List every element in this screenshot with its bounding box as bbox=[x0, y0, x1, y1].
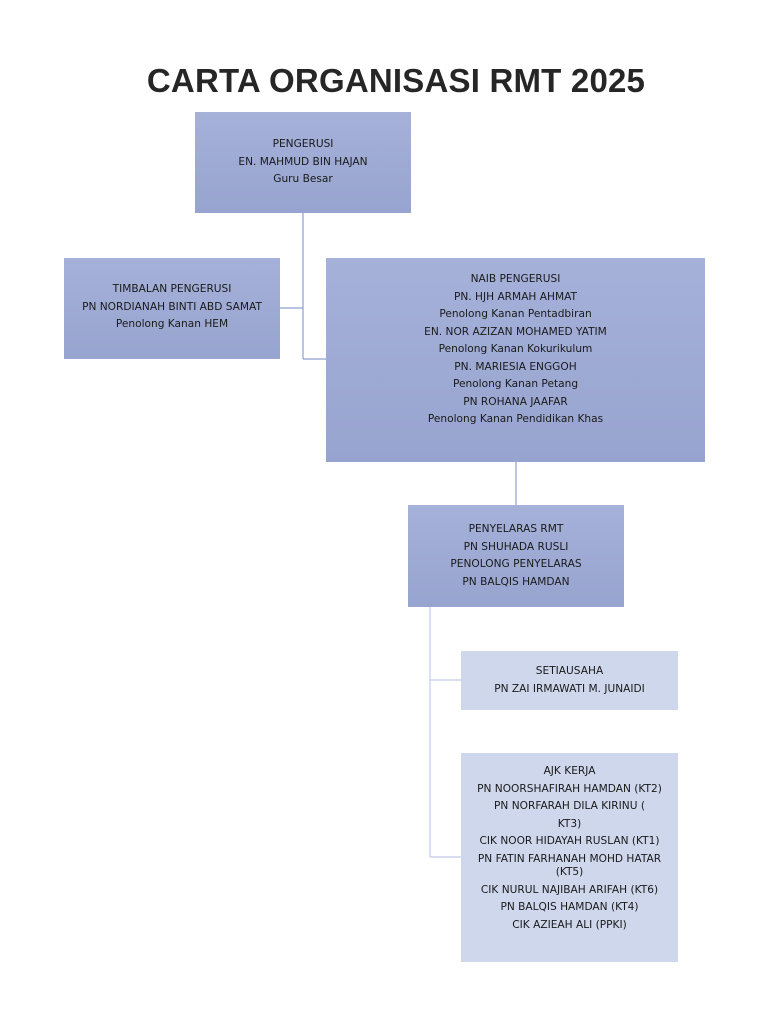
ajk-line: CIK AZIEAH ALI (PPKI) bbox=[512, 918, 627, 931]
pengerusi-line: Guru Besar bbox=[273, 173, 333, 185]
ajk-line: PN FATIN FARHANAH MOHD HATAR (KT5) bbox=[477, 852, 662, 879]
timbalan-line: PN NORDIANAH BINTI ABD SAMAT bbox=[82, 300, 262, 313]
ajk-line: CIK NOOR HIDAYAH RUSLAN (KT1) bbox=[479, 835, 660, 847]
ajk-line: PN NOORSHAFIRAH HAMDAN (KT2) bbox=[477, 782, 662, 795]
naib-line: EN. NOR AZIZAN MOHAMED YATIM bbox=[424, 325, 607, 338]
ajk-box: AJK KERJA PN NOORSHAFIRAH HAMDAN (KT2) P… bbox=[461, 753, 678, 962]
setiausaha-line: SETIAUSAHA bbox=[535, 665, 604, 677]
penyelaras-line: PENOLONG PENYELARAS bbox=[450, 558, 582, 570]
naib-line: Penolong Kanan Pentadbiran bbox=[439, 308, 592, 320]
ajk-line: KT3) bbox=[557, 817, 582, 830]
naib-line: PN. HJH ARMAH AHMAT bbox=[453, 290, 578, 303]
penyelaras-line: PN BALQIS HAMDAN bbox=[462, 575, 570, 588]
ajk-line: AJK KERJA bbox=[543, 765, 596, 777]
penyelaras-line: PN SHUHADA RUSLI bbox=[463, 540, 569, 553]
ajk-line: CIK NURUL NAJIBAH ARIFAH (KT6) bbox=[480, 883, 659, 896]
pengerusi-line: PENGERUSI bbox=[272, 138, 334, 150]
naib-line: PN. MARIESIA ENGGOH bbox=[454, 360, 577, 373]
naib-box: NAIB PENGERUSI PN. HJH ARMAH AHMAT Penol… bbox=[326, 258, 705, 462]
pengerusi-line: EN. MAHMUD BIN HAJAN bbox=[238, 155, 368, 168]
naib-line: Penolong Kanan Petang bbox=[452, 378, 579, 390]
ajk-line: PN NORFARAH DILA KIRINU ( bbox=[494, 800, 645, 812]
page-title: CARTA ORGANISASI RMT 2025 bbox=[146, 62, 646, 99]
ajk-line: PN BALQIS HAMDAN (KT4) bbox=[500, 901, 639, 913]
timbalan-box: TIMBALAN PENGERUSI PN NORDIANAH BINTI AB… bbox=[64, 258, 280, 359]
pengerusi-box: PENGERUSI EN. MAHMUD BIN HAJAN Guru Besa… bbox=[195, 112, 411, 213]
setiausaha-line: PN ZAI IRMAWATI M. JUNAIDI bbox=[494, 682, 645, 695]
naib-line: Penolong Kanan Kokurikulum bbox=[438, 343, 593, 355]
naib-line: PN ROHANA JAAFAR bbox=[463, 395, 568, 408]
timbalan-line: TIMBALAN PENGERUSI bbox=[112, 283, 232, 295]
naib-line: NAIB PENGERUSI bbox=[470, 273, 561, 285]
timbalan-line: Penolong Kanan HEM bbox=[115, 318, 229, 330]
setiausaha-box: SETIAUSAHA PN ZAI IRMAWATI M. JUNAIDI bbox=[461, 651, 678, 710]
naib-line: Penolong Kanan Pendidikan Khas bbox=[427, 413, 604, 425]
penyelaras-line: PENYELARAS RMT bbox=[468, 523, 564, 535]
penyelaras-box: PENYELARAS RMT PN SHUHADA RUSLI PENOLONG… bbox=[408, 505, 624, 607]
